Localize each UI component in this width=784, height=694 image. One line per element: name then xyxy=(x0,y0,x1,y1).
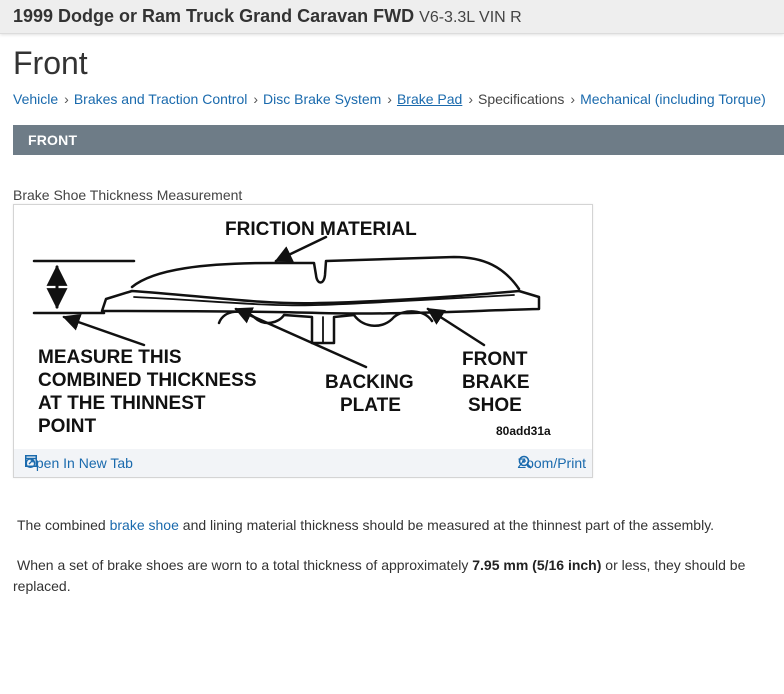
paragraph-2-text-b: or less, they should be replaced. xyxy=(13,557,746,594)
minimum-thickness-value: 7.95 mm (5/16 inch) xyxy=(472,557,602,573)
vehicle-engine: V6-3.3L VIN R xyxy=(419,9,522,26)
backing-plate-arrow xyxy=(234,307,368,369)
zoom-icon xyxy=(518,455,532,469)
label-friction-material: FRICTION MATERIAL xyxy=(225,219,417,240)
section-header: FRONT xyxy=(13,125,784,155)
brake-shoe-link[interactable]: brake shoe xyxy=(109,517,179,533)
label-measure-line-3: AT THE THINNEST xyxy=(38,393,206,414)
label-measure-line-1: MEASURE THIS xyxy=(38,347,182,368)
paragraph-1-text-a: The combined xyxy=(17,517,110,533)
chevron-right-icon: › xyxy=(468,91,473,107)
breadcrumb-vehicle[interactable]: Vehicle xyxy=(13,91,59,107)
paragraph-replacement: When a set of brake shoes are worn to a … xyxy=(13,555,773,597)
open-in-new-tab-link[interactable]: Open In New Tab xyxy=(25,455,133,471)
zoom-print-label: Zoom/Print xyxy=(517,455,586,471)
open-new-tab-icon xyxy=(25,455,37,467)
figure-toolbar: Open In New Tab Zoom/Print xyxy=(14,449,592,477)
figure-panel: FRICTION MATERIAL MEASURE THIS COMBINED … xyxy=(13,204,593,478)
brake-shoe-diagram[interactable]: FRICTION MATERIAL MEASURE THIS COMBINED … xyxy=(14,205,592,449)
label-backing-line-2: PLATE xyxy=(340,395,401,416)
zoom-print-link[interactable]: Zoom/Print xyxy=(518,455,586,471)
front-brake-shoe-arrow xyxy=(426,307,486,347)
vehicle-name: 1999 Dodge or Ram Truck Grand Caravan FW… xyxy=(13,6,415,26)
figure-code: 80add31a xyxy=(496,424,551,438)
chevron-right-icon: › xyxy=(253,91,259,107)
breadcrumb-specifications: Specifications xyxy=(478,91,565,107)
open-in-new-tab-label: Open In New Tab xyxy=(25,455,133,471)
measure-arrow xyxy=(62,313,146,347)
breadcrumb: Vehicle›Brakes and Traction Control›Disc… xyxy=(13,91,784,111)
label-front-line-2: BRAKE xyxy=(462,372,530,393)
page-title: Front xyxy=(13,45,88,81)
breadcrumb-disc-brake-system[interactable]: Disc Brake System xyxy=(263,91,382,107)
label-front-line-3: SHOE xyxy=(468,395,522,416)
label-measure-line-2: COMBINED THICKNESS xyxy=(38,370,257,391)
vehicle-title: 1999 Dodge or Ram Truck Grand Caravan FW… xyxy=(13,6,522,27)
breadcrumb-mechanical-including-torque[interactable]: Mechanical (including Torque) xyxy=(580,91,766,107)
vehicle-header: 1999 Dodge or Ram Truck Grand Caravan FW… xyxy=(0,0,784,34)
chevron-right-icon: › xyxy=(64,91,69,107)
chevron-right-icon: › xyxy=(570,91,576,107)
backing-plate-outline xyxy=(100,289,541,315)
breadcrumb-brakes-and-traction-control[interactable]: Brakes and Traction Control xyxy=(73,91,248,107)
friction-material-arrow xyxy=(274,235,328,263)
label-measure-line-4: POINT xyxy=(38,416,96,437)
label-backing-line-1: BACKING xyxy=(325,372,414,393)
friction-material-outline xyxy=(130,255,521,291)
paragraph-measurement: The combined brake shoe and lining mater… xyxy=(13,515,777,536)
label-front-line-1: FRONT xyxy=(462,349,528,370)
breadcrumb-brake-pad[interactable]: Brake Pad xyxy=(396,91,463,107)
section-title: FRONT xyxy=(28,132,78,148)
figure-caption: Brake Shoe Thickness Measurement xyxy=(13,187,243,203)
chevron-right-icon: › xyxy=(387,91,392,107)
paragraph-1-text-b: and lining material thickness should be … xyxy=(178,517,715,533)
paragraph-2-text-a: When a set of brake shoes are worn to a … xyxy=(17,557,473,573)
